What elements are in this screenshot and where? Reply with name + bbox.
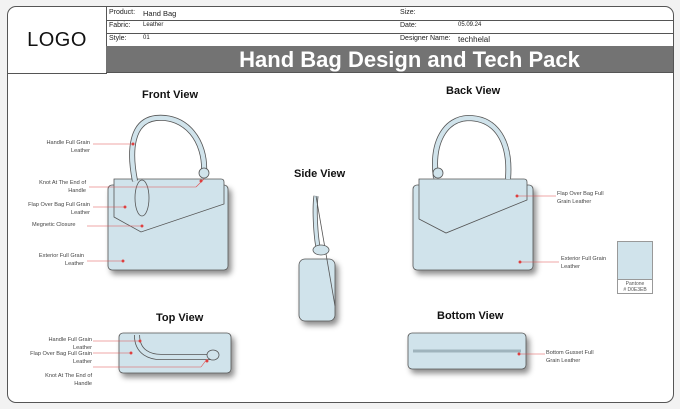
swatch-color <box>618 242 652 280</box>
product-value: Hand Bag <box>143 9 177 18</box>
product-label: Product: <box>109 9 136 16</box>
top-callout-handle: Handle Full Grain Leather <box>48 337 92 351</box>
top-view-bag <box>118 332 232 374</box>
page-title: Hand Bag Design and Tech Pack <box>106 46 673 73</box>
info-row-fabric-date: Fabric: Leather Date: 05.09.24 <box>106 20 673 34</box>
logo: LOGO <box>8 7 107 74</box>
style-value: 01 <box>143 35 150 41</box>
front-callout-exterior: Exterior Full Grain Leather <box>38 253 84 267</box>
info-row-product-size: Product: Hand Bag Size: <box>106 7 673 21</box>
top-callout-flap: Flap Over Bag Full Grain Leather <box>30 351 92 365</box>
front-callout-knot: Knot At The End of Handle <box>39 180 86 194</box>
side-view-bag <box>298 195 336 322</box>
front-callout-closure: Megnetic Closure <box>32 222 76 228</box>
front-callout-flap: Flap Over Bag Full Grain Leather <box>28 202 90 216</box>
top-view-title: Top View <box>156 312 204 324</box>
bag-illustrations <box>87 114 559 374</box>
size-label: Size: <box>400 9 416 16</box>
bottom-view-bag <box>407 332 527 370</box>
top-callout-knot: Knot At The End of Handle <box>45 373 92 387</box>
date-value: 05.09.24 <box>458 22 482 28</box>
back-view-bag <box>412 114 534 271</box>
designer-value: techhelal <box>458 35 491 44</box>
front-view-title: Front View <box>142 89 199 101</box>
pantone-swatch: Pantone # D0E3EB <box>617 241 653 294</box>
swatch-label: Pantone <box>625 281 645 287</box>
bottom-callout-gusset: Bottom Gusset Full Grain Leather <box>546 350 594 364</box>
designer-label: Designer Name: <box>400 35 451 42</box>
fabric-label: Fabric: <box>109 22 131 29</box>
back-view-title: Back View <box>446 85 501 97</box>
back-callout-flap: Flap Over Bag Full Grain Leather <box>557 191 604 205</box>
date-label: Date: <box>400 22 417 29</box>
side-view-title: Side View <box>294 168 346 180</box>
style-label: Style: <box>109 35 127 42</box>
fabric-value: Leather <box>143 22 164 28</box>
bottom-view-title: Bottom View <box>437 310 504 322</box>
front-callout-handle: Handle Full Grain Leather <box>46 140 90 154</box>
tech-pack-sheet: LOGO Product: Hand Bag Size: Fabric: Lea… <box>7 6 674 403</box>
swatch-code: # D0E3EB <box>623 287 647 293</box>
front-view-bag <box>107 114 229 271</box>
back-callout-exterior: Exterior Full Grain Leather <box>561 256 607 270</box>
